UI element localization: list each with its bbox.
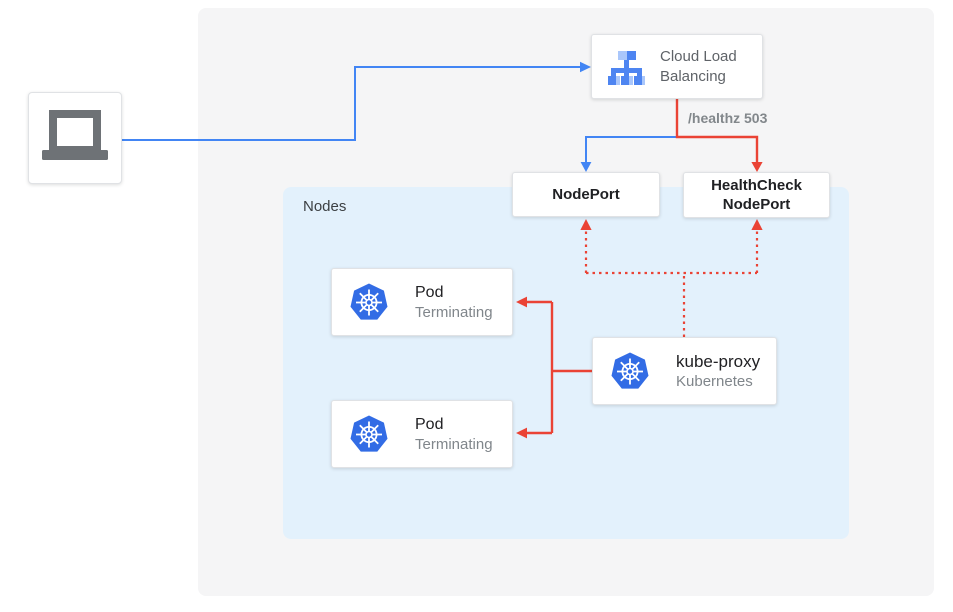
pod-node-2: Pod Terminating [331, 400, 513, 468]
cloud-load-balancing-icon [608, 50, 645, 85]
kubernetes-icon [350, 415, 388, 452]
pod-status: Terminating [415, 435, 493, 453]
kubernetes-icon [350, 283, 388, 320]
cloud-load-balancing-label: Cloud Load Balancing [660, 47, 737, 85]
kube-proxy-node: kube-proxy Kubernetes [592, 337, 777, 405]
healthz-status-label: /healthz 503 [688, 110, 768, 126]
kubernetes-icon [611, 352, 649, 389]
cloud-load-balancing-node: Cloud Load Balancing [591, 34, 763, 99]
nodeport-label: NodePort [552, 186, 620, 203]
kube-proxy-title: kube-proxy [676, 351, 761, 371]
nodeport-node: NodePort [512, 172, 660, 217]
laptop-icon [42, 110, 108, 160]
pod-node-1: Pod Terminating [331, 268, 513, 336]
pod-title: Pod [415, 415, 444, 433]
client-node [28, 92, 122, 184]
nodes-panel-label: Nodes [303, 198, 347, 215]
pod-status: Terminating [415, 303, 493, 321]
kube-proxy-subtitle: Kubernetes [676, 372, 753, 390]
pod-title: Pod [415, 283, 444, 301]
healthcheck-nodeport-label: HealthCheck NodePort [711, 177, 802, 213]
healthcheck-nodeport-node: HealthCheck NodePort [683, 172, 830, 218]
